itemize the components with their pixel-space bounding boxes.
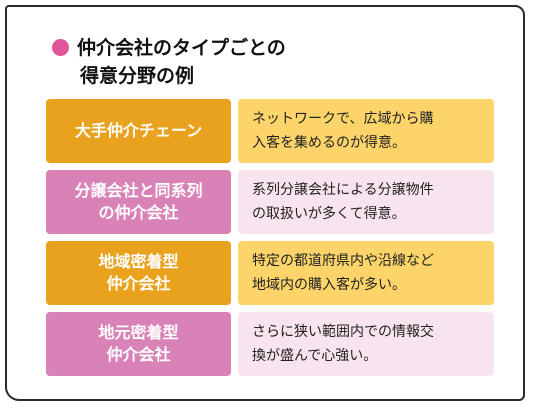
broker-type-description: 系列分譲会社による分譲物件 の取扱いが多くて得意。 [238, 170, 494, 234]
title-line-2: 得意分野の例 [80, 65, 195, 87]
table-row: 分譲会社と同系列 の仲介会社 系列分譲会社による分譲物件 の取扱いが多くて得意。 [46, 170, 494, 234]
broker-type-label: 地元密着型 仲介会社 [46, 312, 231, 376]
broker-type-description: ネットワークで、広域から購 入客を集めるのが得意。 [238, 99, 494, 163]
illustration-frame [5, 5, 525, 401]
broker-type-description: さらに狭い範囲内での情報交 換が盛んで心強い。 [238, 312, 494, 376]
broker-type-label: 大手仲介チェーン [46, 99, 231, 163]
table-row: 地域密着型 仲介会社 特定の都道府県内や沿線など 地域内の購入客が多い。 [46, 241, 494, 305]
pink-bullet-icon [52, 39, 69, 56]
table-row: 地元密着型 仲介会社 さらに狭い範囲内での情報交 換が盛んで心強い。 [46, 312, 494, 376]
broker-type-description: 特定の都道府県内や沿線など 地域内の購入客が多い。 [238, 241, 494, 305]
title-line-1: 仲介会社のタイプごとの [77, 37, 286, 59]
table-row: 大手仲介チェーン ネットワークで、広域から購 入客を集めるのが得意。 [46, 99, 494, 163]
broker-type-table: 大手仲介チェーン ネットワークで、広域から購 入客を集めるのが得意。 分譲会社と… [46, 99, 494, 383]
section-title: 仲介会社のタイプごとの 得意分野の例 [52, 34, 286, 90]
broker-type-label: 地域密着型 仲介会社 [46, 241, 231, 305]
broker-type-label: 分譲会社と同系列 の仲介会社 [46, 170, 231, 234]
